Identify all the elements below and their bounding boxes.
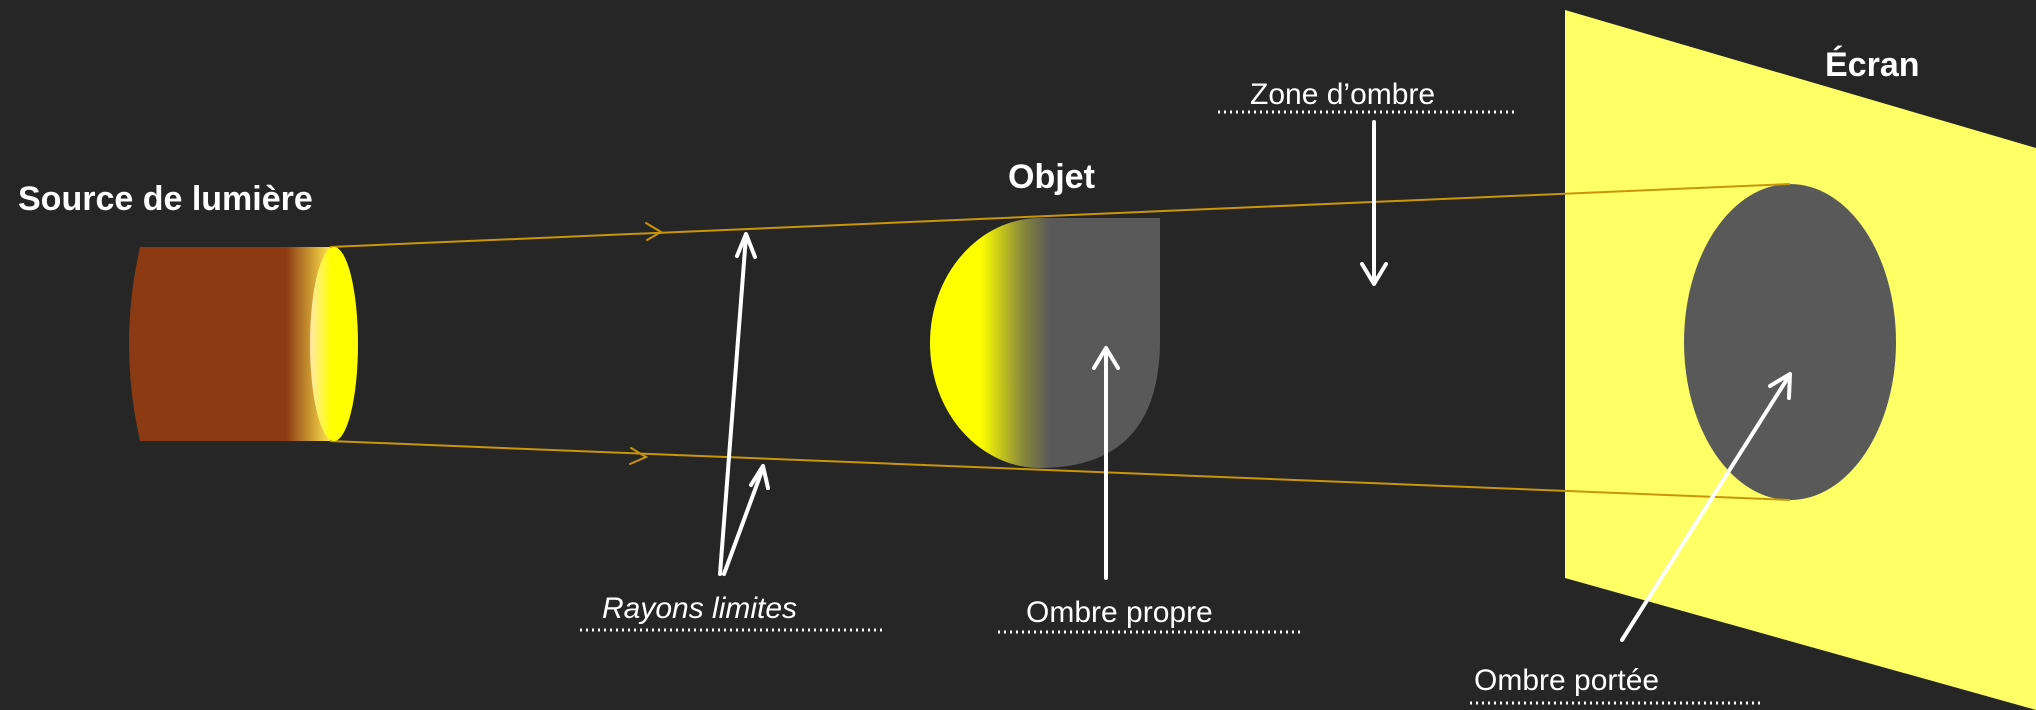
light-source <box>129 247 358 441</box>
limit-rays-lower-arrow <box>722 464 770 576</box>
upper-ray <box>329 183 1791 248</box>
light-rays <box>329 183 1791 501</box>
shadow-zone-label: Zone d’ombre <box>1250 78 1435 111</box>
lower-ray <box>329 440 1791 501</box>
source-label: Source de lumière <box>18 180 313 218</box>
own-shadow-arrow <box>1092 346 1120 580</box>
upper-ray-arrow <box>645 222 663 241</box>
screen-label: Écran <box>1825 46 1920 84</box>
cast-shadow-ellipse <box>1684 184 1896 500</box>
cast-shadow-arrow <box>1620 372 1792 642</box>
cast-shadow-label: Ombre portée <box>1474 664 1659 697</box>
limit-rays-upper-arrow <box>718 232 757 576</box>
shadow-zone-arrow <box>1360 120 1388 286</box>
object-label: Objet <box>1008 158 1095 196</box>
object-shape <box>930 218 1160 468</box>
source-face <box>310 247 358 441</box>
own-shadow-label: Ombre propre <box>1026 596 1213 629</box>
source-body <box>129 247 330 441</box>
lower-ray-arrow <box>629 447 649 465</box>
limit-rays-label: Rayons limites <box>602 592 797 625</box>
